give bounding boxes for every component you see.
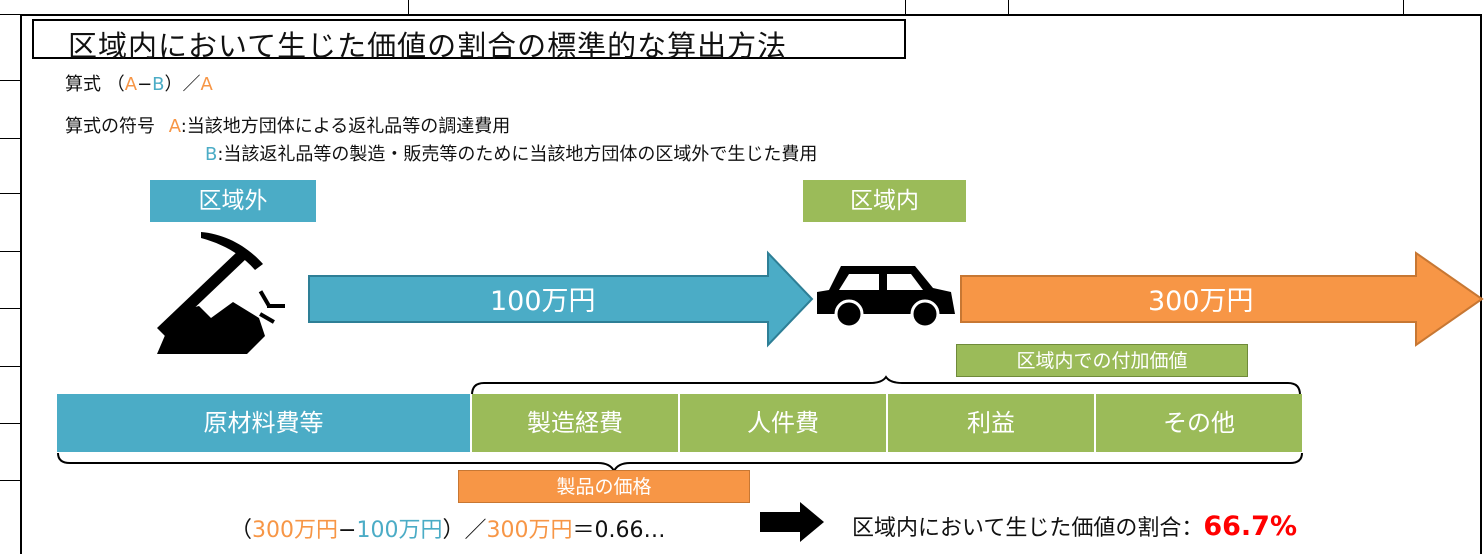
symbol-a-text: :当該地方団体による返礼品等の調達費用 [180, 116, 511, 137]
arrow-right-value: 300万円 [1148, 286, 1254, 317]
grid-line [0, 14, 20, 15]
grid-line [0, 80, 20, 81]
grid-line [0, 251, 20, 252]
title-box: 区域内において生じた価値の割合の標準的な算出方法 [32, 19, 906, 63]
bar-segment-materials: 原材料費等 [57, 394, 472, 452]
formula-line: 算式 （A−B）／A [65, 70, 213, 96]
brace-bottom [57, 452, 1303, 474]
eq-100: 100万円 [356, 518, 443, 543]
symbol-b-text: :当該返礼品等の製造・販売等のために当該地方団体の区域外で生じた費用 [217, 144, 818, 165]
formula-open: （ [106, 74, 125, 95]
symbols-line-b: B:当該返礼品等の製造・販売等のために当該地方団体の区域外で生じた費用 [205, 140, 817, 166]
inside-region-label: 区域内 [803, 180, 966, 222]
grid-line [1008, 0, 1009, 14]
eq-minus: − [338, 518, 357, 543]
eq-close-div: ）／ [442, 518, 487, 543]
formula-minus: − [137, 74, 153, 95]
grid-line [0, 308, 20, 309]
formula-label: 算式 [65, 74, 101, 95]
symbols-label: 算式の符号 [65, 116, 155, 137]
formula-b: B [152, 74, 165, 95]
diagram-frame [20, 14, 1482, 554]
eq-result: ＝0.66… [572, 518, 666, 543]
result-value: 66.7% [1203, 511, 1298, 542]
arrow-right-shape [960, 251, 1484, 347]
page-title: 区域内において生じた価値の割合の標準的な算出方法 [68, 29, 788, 63]
arrow-left-shape [308, 250, 814, 348]
formula-a: A [124, 74, 138, 95]
grid-line [1403, 0, 1404, 14]
grid-line [0, 480, 20, 481]
added-value-label: 区域内での付加価値 [956, 344, 1248, 377]
grid-line [0, 423, 20, 424]
bar-segment-profit: 利益 [888, 394, 1096, 452]
symbol-b-key: B [205, 144, 218, 165]
eq-300: 300万円 [252, 518, 339, 543]
formula-a2: A [200, 74, 213, 95]
result-line: 区域内において生じた価値の割合：66.7% [852, 510, 1297, 542]
eq-open: （ [230, 518, 253, 543]
outside-region-label: 区域外 [150, 180, 316, 222]
grid-line [0, 366, 20, 367]
grid-line [0, 138, 20, 139]
grid-line [408, 0, 409, 14]
eq-300b: 300万円 [486, 518, 573, 543]
arrow-left-value: 100万円 [490, 286, 596, 317]
formula-close-div: ）／ [164, 74, 201, 95]
car-icon [817, 266, 955, 329]
grid-line [0, 193, 20, 194]
product-price-label: 製品の価格 [458, 470, 750, 503]
result-label: 区域内において生じた価値の割合： [852, 516, 1204, 541]
symbols-line-a: 算式の符号 A:当該地方団体による返礼品等の調達費用 [65, 112, 510, 138]
bar-segment-other: その他 [1096, 394, 1302, 452]
symbol-a-key: A [168, 116, 181, 137]
calculation-equation: （300万円−100万円）／300万円＝0.66… [230, 512, 665, 544]
arrow-right-icon [760, 502, 824, 542]
brace-top [471, 375, 1301, 396]
pickaxe-icon [157, 232, 285, 354]
grid-line [905, 0, 906, 14]
bar-segment-labor: 人件費 [680, 394, 888, 452]
bar-segment-manufacturing: 製造経費 [472, 394, 680, 452]
